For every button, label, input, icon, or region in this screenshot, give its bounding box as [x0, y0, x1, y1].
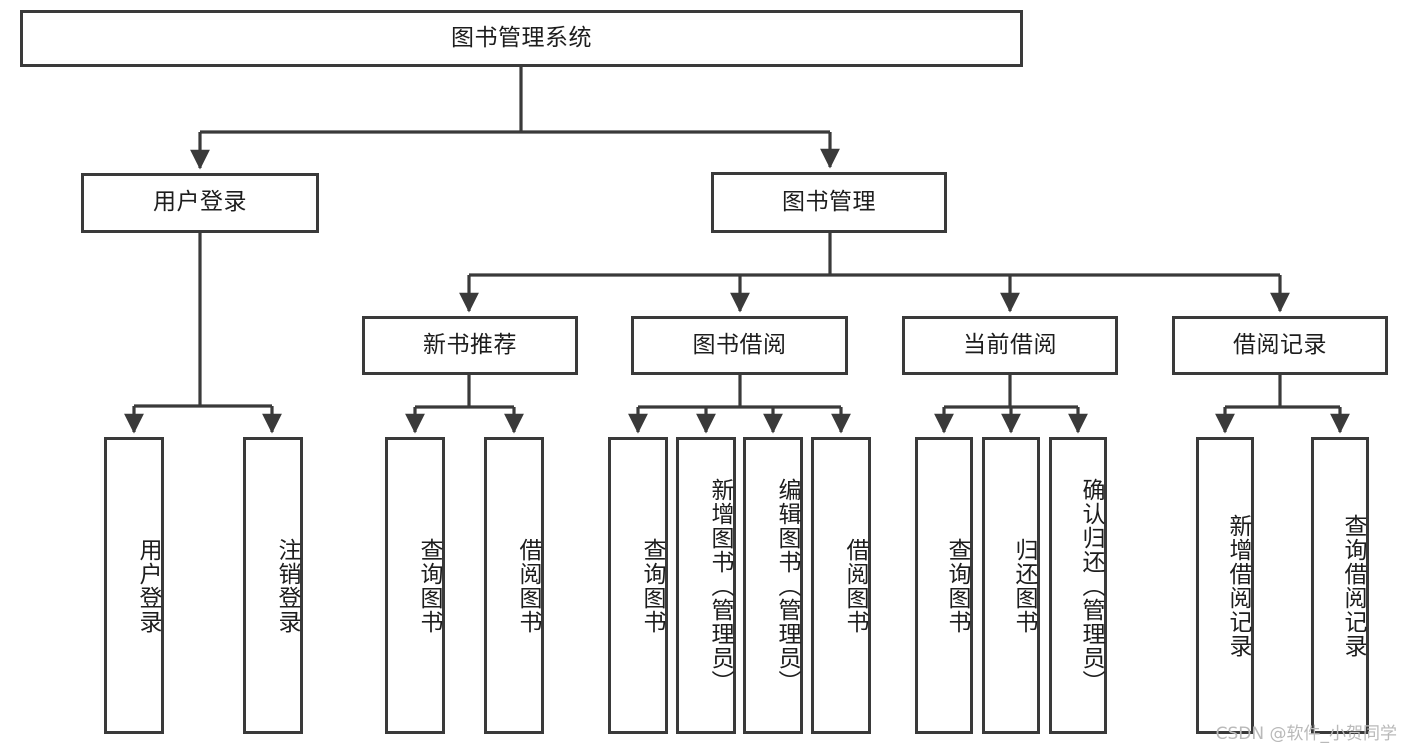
- node-leaf-confirm-return-admin-label: 确认归还（管理员）: [1078, 477, 1104, 694]
- node-current-borrow-label: 当前借阅: [963, 331, 1057, 358]
- node-leaf-add-borrow-record-label: 新增借阅记录: [1225, 513, 1251, 658]
- node-leaf-borrow-book-recommend[interactable]: 借阅图书: [484, 437, 544, 734]
- node-leaf-logout[interactable]: 注销登录: [243, 437, 303, 734]
- node-leaf-user-login-label: 用户登录: [135, 537, 161, 634]
- node-root-label: 图书管理系统: [451, 24, 592, 51]
- node-leaf-edit-book-admin-label: 编辑图书（管理员）: [774, 477, 800, 694]
- node-user-login[interactable]: 用户登录: [81, 173, 319, 233]
- node-leaf-user-login[interactable]: 用户登录: [104, 437, 164, 734]
- node-leaf-query-borrow-record[interactable]: 查询借阅记录: [1311, 437, 1369, 734]
- node-book-borrow[interactable]: 图书借阅: [631, 316, 848, 375]
- node-new-book-recommend[interactable]: 新书推荐: [362, 316, 578, 375]
- node-book-management-label: 图书管理: [782, 188, 876, 215]
- node-borrow-records[interactable]: 借阅记录: [1172, 316, 1388, 375]
- node-leaf-edit-book-admin[interactable]: 编辑图书（管理员）: [743, 437, 803, 734]
- node-leaf-confirm-return-admin[interactable]: 确认归还（管理员）: [1049, 437, 1107, 734]
- node-leaf-logout-label: 注销登录: [274, 537, 300, 634]
- node-leaf-query-borrow-record-label: 查询借阅记录: [1340, 513, 1366, 658]
- node-leaf-query-book-borrow[interactable]: 查询图书: [608, 437, 668, 734]
- node-leaf-add-book-admin-label: 新增图书（管理员）: [707, 477, 733, 694]
- node-leaf-query-book-recommend[interactable]: 查询图书: [385, 437, 445, 734]
- node-leaf-query-book-borrow-label: 查询图书: [639, 537, 665, 634]
- node-leaf-add-book-admin[interactable]: 新增图书（管理员）: [676, 437, 736, 734]
- node-leaf-borrow-book[interactable]: 借阅图书: [811, 437, 871, 734]
- node-user-login-label: 用户登录: [153, 189, 247, 216]
- node-current-borrow[interactable]: 当前借阅: [902, 316, 1118, 375]
- csdn-watermark: CSDN @软件_小贺同学: [1215, 724, 1397, 744]
- node-leaf-borrow-book-label: 借阅图书: [842, 537, 868, 634]
- node-new-book-recommend-label: 新书推荐: [423, 331, 517, 358]
- node-leaf-query-book-current-label: 查询图书: [944, 537, 970, 634]
- node-book-borrow-label: 图书借阅: [692, 331, 787, 358]
- node-leaf-query-book-current[interactable]: 查询图书: [915, 437, 973, 734]
- node-leaf-borrow-book-recommend-label: 借阅图书: [515, 537, 541, 634]
- node-book-management[interactable]: 图书管理: [711, 172, 947, 233]
- node-leaf-return-book[interactable]: 归还图书: [982, 437, 1040, 734]
- node-leaf-query-book-recommend-label: 查询图书: [416, 537, 442, 634]
- node-root-system[interactable]: 图书管理系统: [20, 10, 1023, 67]
- node-leaf-return-book-label: 归还图书: [1011, 537, 1037, 634]
- node-borrow-records-label: 借阅记录: [1233, 331, 1327, 358]
- node-leaf-add-borrow-record[interactable]: 新增借阅记录: [1196, 437, 1254, 734]
